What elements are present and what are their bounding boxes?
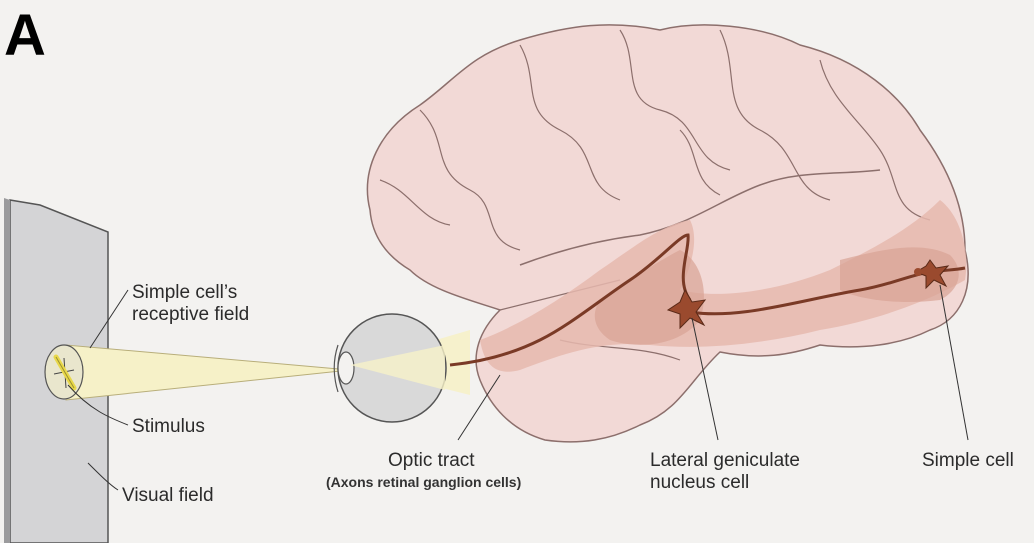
lgn-label-line1: Lateral geniculate (650, 450, 800, 472)
visual-field-label: Visual field (122, 485, 214, 507)
panel-letter: A (4, 4, 46, 68)
simple-cell-label: Simple cell (922, 450, 1014, 472)
lgn-label-line2: nucleus cell (650, 472, 749, 494)
optic-tract-note: (Axons retinal ganglion cells) (326, 474, 521, 490)
eye-icon (334, 314, 446, 422)
receptive-field-label-line2: receptive field (132, 304, 249, 326)
optic-tract-label: Optic tract (388, 450, 475, 472)
receptive-field-label-line1: Simple cell’s (132, 282, 237, 304)
receptive-field (45, 345, 83, 399)
stimulus-label: Stimulus (132, 416, 205, 438)
